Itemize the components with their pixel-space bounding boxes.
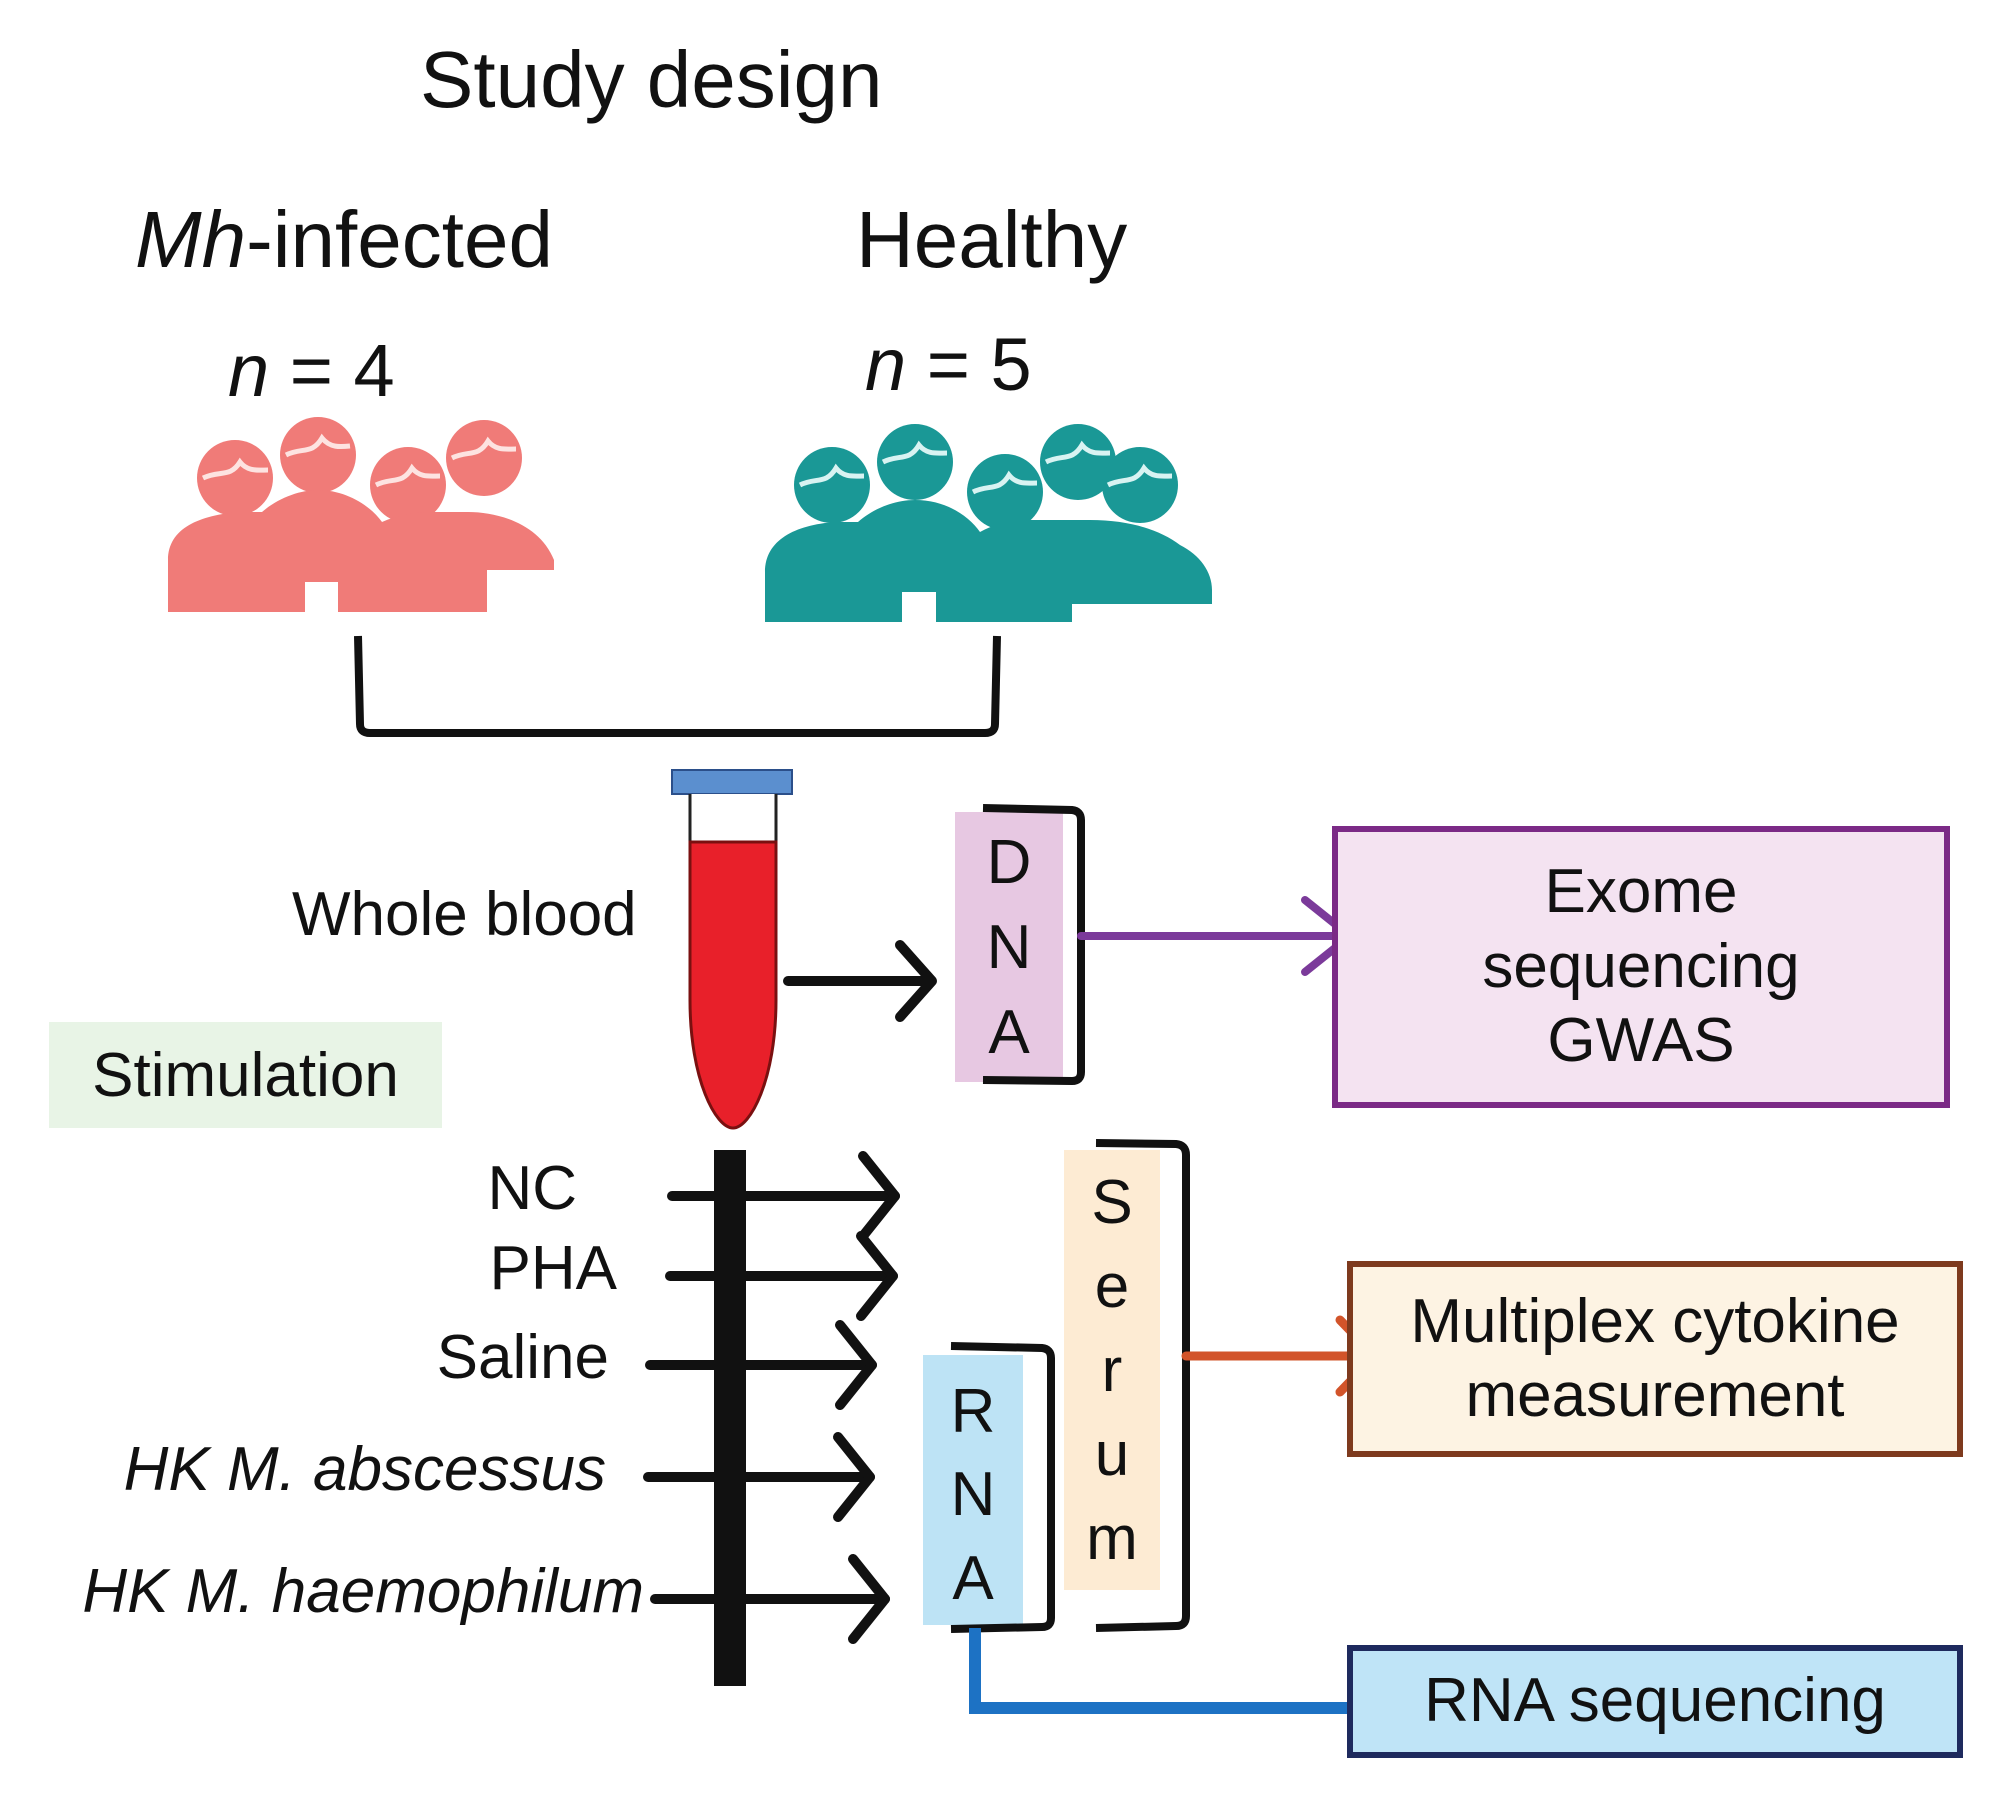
- cytokine-line: Multiplex cytokine: [1410, 1286, 1900, 1356]
- cytokine-box: Multiplex cytokine measurement: [1350, 1264, 1960, 1454]
- stimulation-arrow-head: [848, 1554, 890, 1644]
- rna-box: [923, 1355, 1023, 1625]
- dna-bracket: [982, 804, 1085, 1086]
- stimulation-condition-label: Saline: [436, 1323, 609, 1392]
- rna-letters: R N A: [923, 1370, 1023, 1620]
- stimulation-condition-label: HK M. haemophilum: [82, 1557, 644, 1626]
- stimulation-arrow-head: [856, 1231, 898, 1321]
- healthy-label: Healthy: [856, 195, 1128, 284]
- rna-letter: A: [952, 1543, 994, 1613]
- tube-blood: [688, 840, 778, 1130]
- person-icon: [794, 447, 870, 523]
- blood-tube-icon: [671, 769, 793, 1130]
- n-symbol: n: [228, 329, 270, 412]
- person-icon: [446, 420, 522, 496]
- rna-bracket: [950, 1342, 1055, 1633]
- person-icon: [197, 440, 273, 516]
- rnaseq-box: RNA sequencing: [1350, 1648, 1960, 1755]
- exome-box: Exome sequencing GWAS: [1335, 829, 1947, 1105]
- dna-letter: D: [986, 828, 1032, 897]
- serum-box: [1064, 1150, 1160, 1590]
- dna-letters: D N A: [955, 820, 1063, 1075]
- page-title: Study design: [420, 35, 883, 124]
- rna-to-rnaseq-arrow: [969, 1628, 1394, 1734]
- serum-to-cytokine-arrow: [1181, 1315, 1380, 1397]
- whole-blood-label: Whole blood: [292, 880, 637, 949]
- healthy-count: n = 5: [865, 328, 1032, 402]
- exome-box-frame: [1332, 826, 1950, 1108]
- person-icon: [370, 447, 446, 523]
- stimulation-condition-label: NC: [487, 1154, 577, 1223]
- tube-to-dna-arrow: [783, 940, 937, 1022]
- serum-bracket: [1095, 1139, 1190, 1632]
- stimulation-header-label: Stimulation: [92, 1040, 399, 1110]
- dna-letter: A: [988, 998, 1030, 1067]
- serum-letters: S e r u m: [1064, 1160, 1160, 1580]
- serum-letter: S: [1091, 1167, 1133, 1237]
- dna-to-exome-arrow: [1077, 896, 1354, 976]
- dna-letter: N: [986, 913, 1032, 982]
- rna-letter: R: [950, 1377, 996, 1447]
- group-join-bracket: [354, 635, 1001, 737]
- infected-label-rest: -infected: [246, 195, 553, 284]
- serum-letter: u: [1094, 1419, 1130, 1489]
- infected-count: n = 4: [228, 334, 395, 408]
- cytokine-box-frame: [1347, 1261, 1963, 1457]
- serum-letter: r: [1101, 1335, 1123, 1405]
- rnaseq-box-frame: [1347, 1645, 1963, 1758]
- infected-count-value: = 4: [289, 329, 395, 412]
- infected-label-italic: Mh: [135, 195, 247, 284]
- healthy-group-label: Healthy: [856, 200, 1127, 280]
- exome-line: sequencing: [1482, 931, 1800, 1001]
- cytokine-line: measurement: [1465, 1361, 1845, 1430]
- infected-bodies: [168, 490, 554, 612]
- rnaseq-line: RNA sequencing: [1424, 1666, 1886, 1736]
- stimulation-arrow-head: [835, 1320, 877, 1410]
- person-icon: [280, 417, 356, 493]
- serum-letter: e: [1094, 1251, 1130, 1321]
- stimulation-header: Stimulation: [49, 1022, 442, 1128]
- infected-group-label: Mh-infected: [135, 200, 553, 280]
- person-icon: [877, 424, 953, 500]
- tube-cap: [671, 769, 793, 795]
- dna-box: [955, 812, 1063, 1082]
- healthy-count-value: = 5: [926, 323, 1032, 406]
- infected-group-icon: [168, 417, 554, 612]
- healthy-group-icon: [765, 424, 1212, 622]
- person-icon: [967, 454, 1043, 530]
- exome-line: GWAS: [1547, 1006, 1735, 1076]
- serum-letter: m: [1086, 1503, 1138, 1573]
- rna-letter: N: [950, 1460, 996, 1530]
- stimulation-arrow-head: [858, 1151, 900, 1241]
- healthy-bodies: [765, 500, 1212, 622]
- stimulation-condition-label: PHA: [489, 1234, 617, 1303]
- n-symbol: n: [865, 323, 907, 406]
- stimulation-condition-label: HK M. abscessus: [123, 1435, 606, 1504]
- person-icon: [1040, 424, 1116, 500]
- stimulation-arrow-head: [833, 1432, 875, 1522]
- person-icon: [1102, 447, 1178, 523]
- exome-line: Exome: [1544, 857, 1738, 927]
- tube-body-top: [688, 794, 778, 844]
- stimulation-bar: [714, 1150, 746, 1686]
